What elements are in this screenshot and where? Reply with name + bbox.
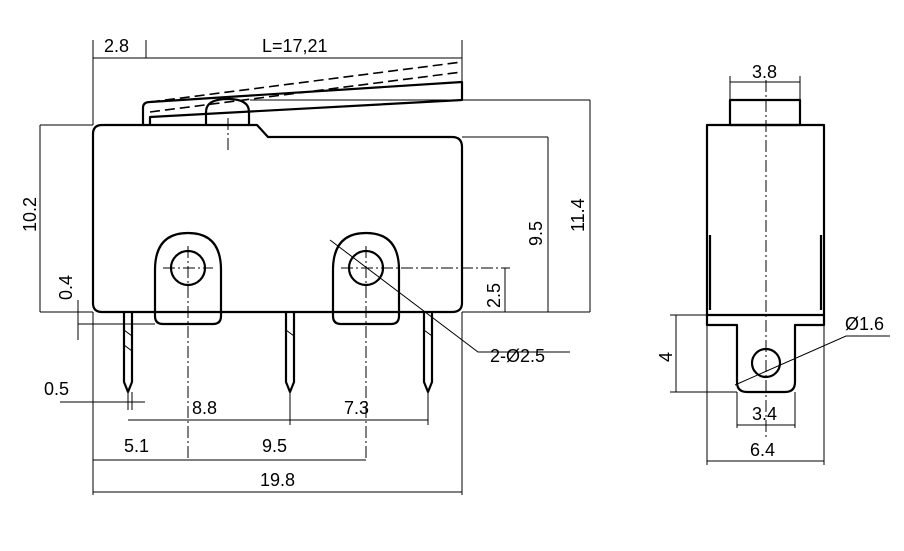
side-view: 3.8 Ø1.6 4 3.4 6.4 [656, 62, 890, 465]
dim-edge-to-hole: 5.1 [124, 436, 149, 456]
side-body-ridges [708, 235, 823, 310]
dim-hole-diameter: Ø1.6 [845, 314, 884, 334]
switch-body-outline [91, 123, 464, 314]
dimension-lines [39, 40, 591, 495]
dim-lever-length: L=17,21 [262, 36, 328, 56]
pin-normally-closed [422, 312, 434, 394]
lever-alternate-position [149, 61, 463, 113]
dim-body-height: 10.2 [20, 197, 40, 232]
dim-pitch-2: 7.3 [344, 398, 369, 418]
mounting-hole-right-boss [331, 231, 401, 326]
front-view: 2.8 L=17,21 10.2 0.4 9.5 11.4 2.5 2-Ø2.5… [20, 36, 591, 495]
dim-body-length: 19.8 [260, 470, 295, 490]
dim-total-height: 11.4 [568, 198, 588, 232]
pin-normally-open [284, 312, 296, 394]
dim-hole-spacing: 9.5 [262, 436, 287, 456]
dim-plunger-width: 3.8 [752, 62, 777, 82]
dim-body-width: 6.4 [750, 440, 775, 460]
plunger-button [204, 97, 251, 125]
dim-hole-to-base: 2.5 [484, 283, 504, 308]
side-dimension-lines [670, 76, 890, 465]
center-lines [163, 118, 510, 460]
dim-pin-width: 0.5 [44, 379, 69, 399]
dim-lower-offset: 0.4 [56, 275, 76, 300]
dim-tab-width: 3.4 [752, 404, 777, 424]
dim-pitch-1: 8.8 [192, 398, 217, 418]
dim-lever-offset: 2.8 [104, 36, 129, 56]
dim-hole-note: 2-Ø2.5 [490, 346, 545, 366]
dim-hole-to-top: 9.5 [526, 221, 546, 246]
lever-arm [141, 80, 464, 125]
dim-tab-height: 4 [656, 352, 676, 362]
side-plunger [728, 98, 802, 127]
mounting-hole-left-boss [153, 231, 223, 326]
